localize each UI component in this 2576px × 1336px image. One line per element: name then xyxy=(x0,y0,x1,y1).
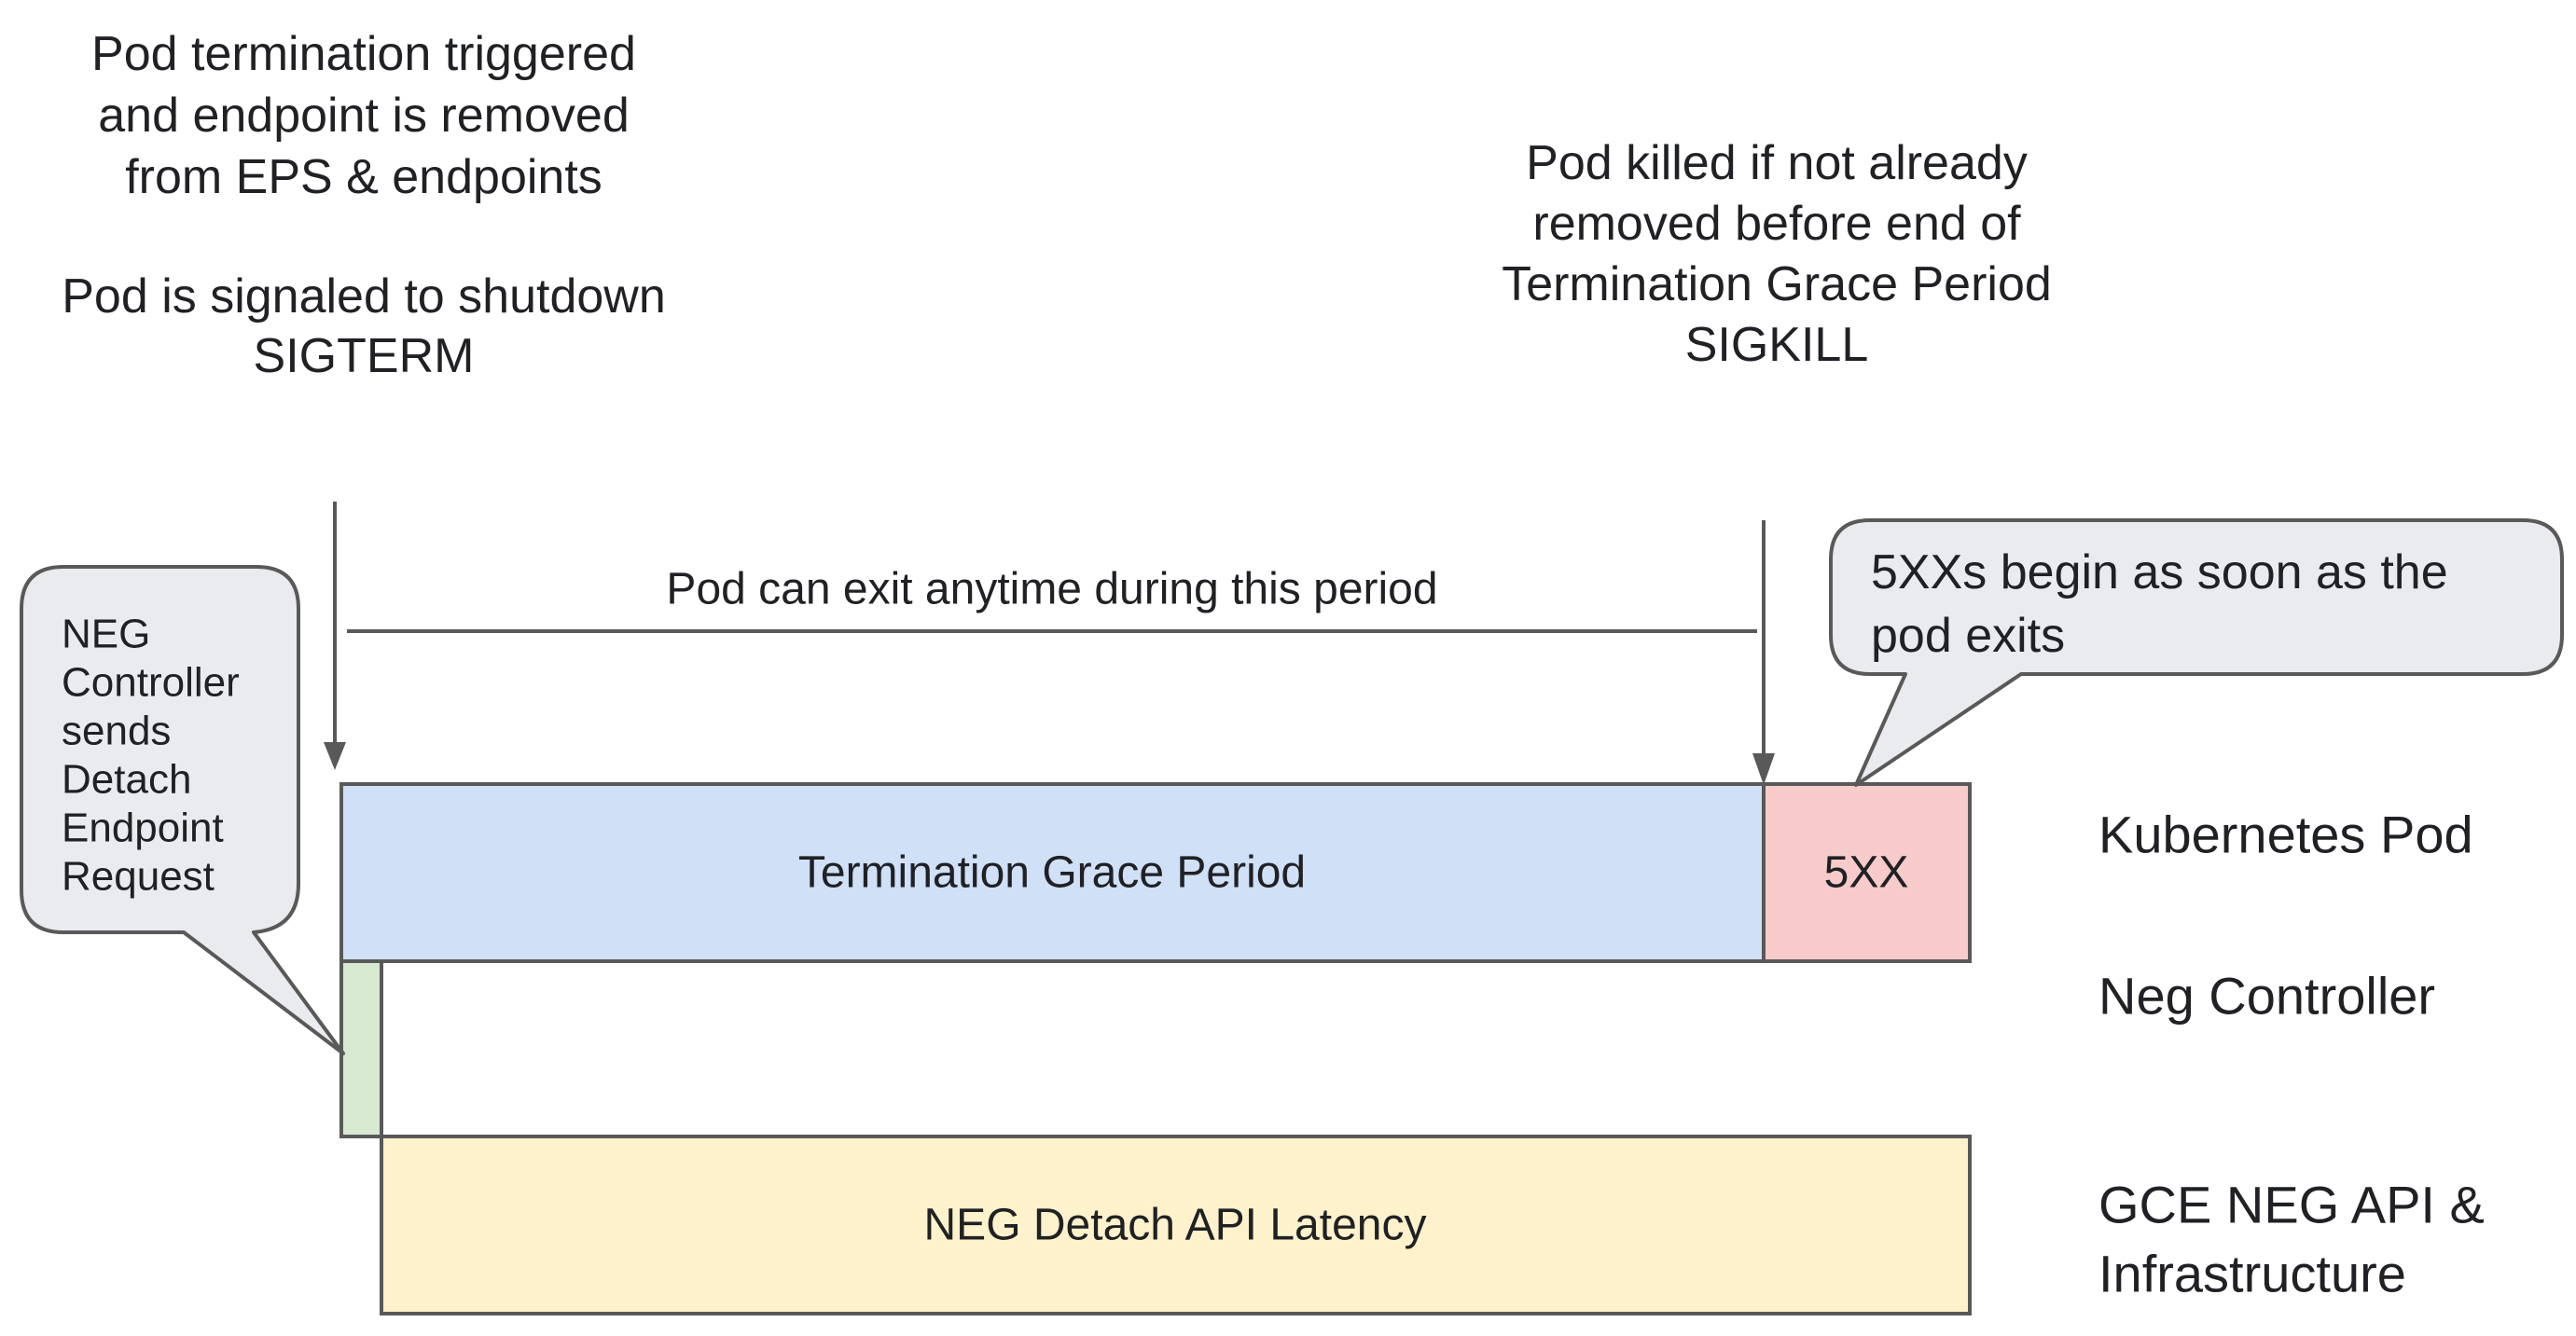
neg-detach-api-latency-label: NEG Detach API Latency xyxy=(924,1201,1427,1250)
top-right-note-line: Termination Grace Period xyxy=(1502,257,2052,311)
top-right-note-line: removed before end of xyxy=(1532,197,2021,251)
top-left-note: Pod termination triggered and endpoint i… xyxy=(62,27,666,383)
neg-controller-detach-bar xyxy=(339,959,383,1138)
sigterm-arrowhead-icon xyxy=(324,742,346,770)
five-xx-bubble: 5XXs begin as soon as the pod exits xyxy=(1829,518,2564,787)
top-right-note-line: SIGKILL xyxy=(1685,318,1869,372)
lane-label-gce-neg-api-line: Infrastructure xyxy=(2098,1245,2406,1303)
five-xx-bubble-shape xyxy=(1829,518,2564,787)
top-right-note-line: Pod killed if not already xyxy=(1526,136,2028,190)
top-left-note-line: SIGTERM xyxy=(254,329,475,383)
lane-labels: Kubernetes Pod Neg Controller GCE NEG AP… xyxy=(2098,806,2485,1303)
five-xx-bubble-line: pod exits xyxy=(1871,609,2065,663)
top-left-note-line: Pod termination triggered xyxy=(91,27,636,81)
period-note-label: Pod can exit anytime during this period xyxy=(666,565,1437,614)
neg-controller-bubble-line: sends xyxy=(62,709,171,754)
neg-controller-bubble-line: Detach xyxy=(62,757,191,803)
top-left-note-line: and endpoint is removed xyxy=(98,89,630,143)
neg-controller-bubble-shape xyxy=(20,565,345,1055)
neg-controller-bubble-line: NEG xyxy=(62,612,150,657)
neg-detach-api-latency-bar xyxy=(380,1135,1972,1315)
neg-controller-bubble-line: Endpoint xyxy=(62,806,224,851)
five-xx-bubble-line: 5XXs begin as soon as the xyxy=(1871,545,2448,599)
top-right-note: Pod killed if not already removed before… xyxy=(1502,136,2052,372)
five-xx-bar xyxy=(1762,782,1972,963)
five-xx-label: 5XX xyxy=(1824,848,1909,898)
neg-controller-bubble-line: Controller xyxy=(62,660,240,706)
top-left-note-line: Pod is signaled to shutdown xyxy=(62,269,666,324)
sigkill-arrowhead-icon xyxy=(1752,753,1775,785)
neg-controller-bubble: NEG Controller sends Detach Endpoint Req… xyxy=(20,565,345,1055)
termination-grace-period-bar xyxy=(339,782,1766,963)
termination-grace-period-label: Termination Grace Period xyxy=(798,848,1306,898)
lane-label-neg-controller: Neg Controller xyxy=(2098,967,2435,1026)
top-left-note-line: from EPS & endpoints xyxy=(125,150,602,204)
neg-controller-bubble-line: Request xyxy=(62,854,215,900)
markers xyxy=(324,502,1775,785)
lane-bars: Termination Grace Period 5XX NEG Detach … xyxy=(339,782,1972,1315)
lane-label-gce-neg-api-line: GCE NEG API & xyxy=(2098,1176,2485,1234)
lane-label-kubernetes-pod: Kubernetes Pod xyxy=(2098,806,2473,864)
